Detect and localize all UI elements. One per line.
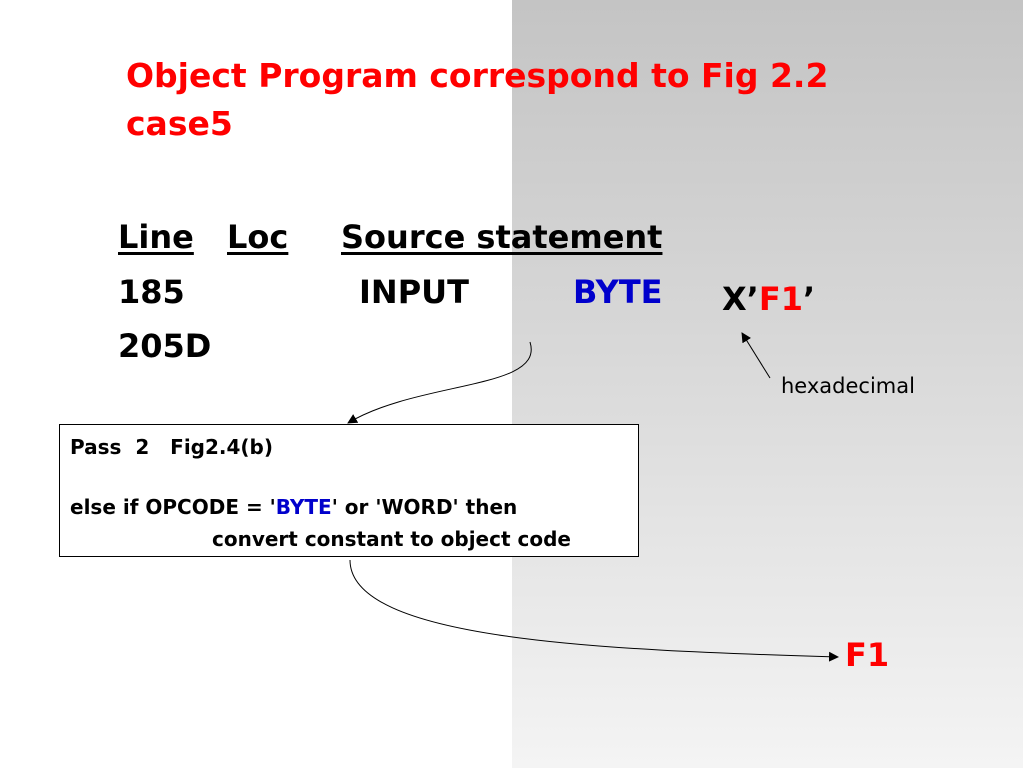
- row-location: 205D: [118, 327, 212, 365]
- code-keyword-byte: BYTE: [275, 495, 332, 519]
- row-label: INPUT: [359, 273, 469, 311]
- code-box: Pass 2 Fig2.4(b) else if OPCODE = 'BYTE'…: [59, 424, 639, 557]
- gray-background-panel: [512, 0, 1023, 768]
- title-line-2: case5: [126, 104, 233, 143]
- title-line-1: Object Program correspond to Fig 2.2: [126, 56, 829, 95]
- arrow-box-to-result: [349, 559, 839, 662]
- code-box-heading: Pass 2 Fig2.4(b): [70, 435, 274, 459]
- header-loc: Loc: [227, 218, 289, 256]
- arrow-annotation-to-f1: [741, 332, 771, 379]
- operand-suffix: ’: [802, 280, 816, 318]
- arrow-byte-to-box: [347, 341, 532, 424]
- header-line: Line: [118, 218, 194, 256]
- header-source-statement: Source statement: [341, 218, 663, 256]
- code-line-1-start: else if OPCODE = ': [70, 495, 276, 519]
- operand-prefix: X’: [722, 280, 759, 318]
- hexadecimal-annotation: hexadecimal: [781, 374, 915, 398]
- operand-value: F1: [758, 280, 803, 318]
- result-object-code: F1: [845, 636, 890, 674]
- slide-title: Object Program correspond to Fig 2.2 cas…: [126, 52, 926, 148]
- row-operand: X’F1’: [722, 280, 815, 318]
- code-box-line-1: else if OPCODE = 'BYTE' or 'WORD' then: [70, 495, 517, 519]
- code-line-1-end: ' or 'WORD' then: [331, 495, 518, 519]
- row-line-number: 185: [118, 273, 185, 311]
- code-box-line-2: convert constant to object code: [212, 527, 571, 551]
- row-opcode: BYTE: [573, 273, 663, 311]
